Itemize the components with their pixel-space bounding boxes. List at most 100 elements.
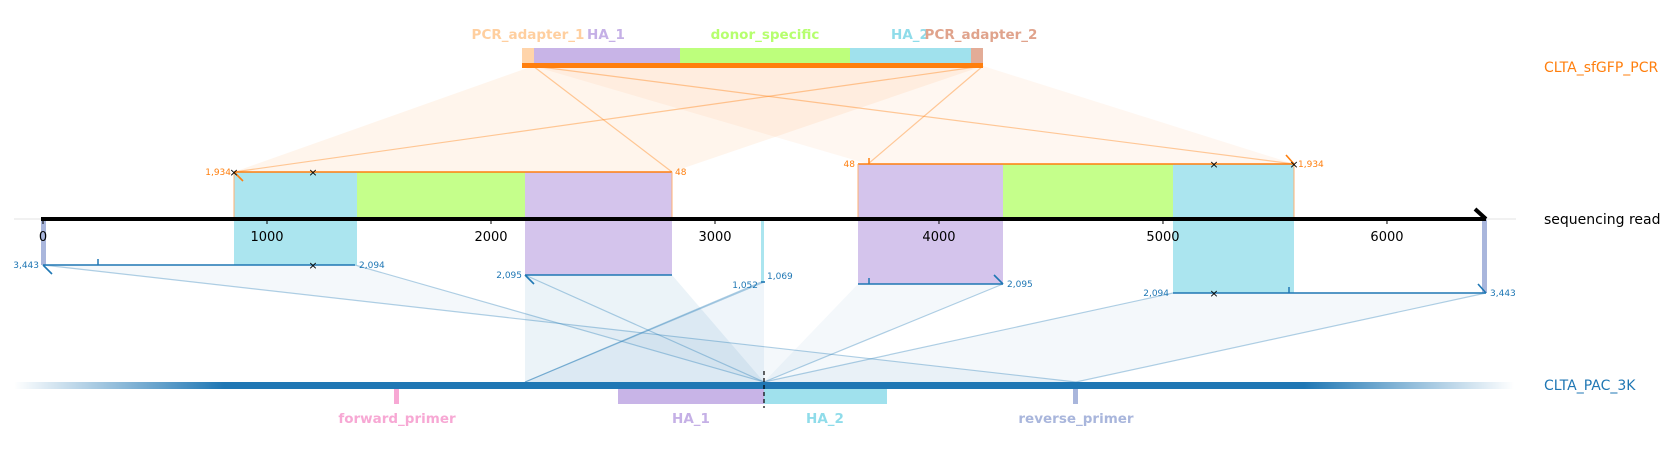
axis-tick-label: 1000	[250, 230, 283, 245]
axis-tick-label: 2000	[474, 230, 507, 245]
pcr-bar	[522, 63, 983, 68]
ref-feature-reverse-primer	[1073, 389, 1078, 404]
pcr-fan-line	[233, 65, 984, 173]
aligned-ha-1	[525, 219, 672, 275]
aligned-ha-1	[858, 219, 1003, 284]
pcr-label-ha-1: HA_1	[587, 27, 625, 43]
strand-arrow-tick	[233, 171, 244, 182]
ref-fan-line	[524, 281, 765, 383]
ref-row-label: CLTA_PAC_3K	[1544, 378, 1636, 394]
axis-tick-label: 5000	[1146, 230, 1179, 245]
ref-fan	[764, 293, 1486, 382]
mismatch-mark: ×	[308, 166, 317, 179]
axis-tick-label: 4000	[922, 230, 955, 245]
pcr-feature-adapter-1	[522, 48, 534, 64]
ref-feature-labels: forward_primer HA_1 HA_2 reverse_primer	[338, 411, 1134, 427]
pcr-feature-donor-specific	[680, 48, 850, 64]
mismatch-mark: ×	[308, 259, 317, 272]
ref-fan	[525, 282, 764, 382]
ref-feature-forward-primer	[394, 389, 399, 404]
ref-fan-line	[763, 292, 1174, 383]
ref-fan	[525, 275, 764, 382]
ref-projection-fans	[42, 264, 1487, 383]
pcr-fan-line	[867, 65, 984, 165]
ref-fan-line	[354, 264, 765, 383]
mismatch-mark: ×	[1209, 287, 1218, 300]
pcr-feature-ha-1	[534, 48, 680, 64]
pcr-row-label: CLTA_sfGFP_PCR	[1544, 60, 1658, 76]
aligned-ha-1	[858, 164, 1003, 218]
ref-label-ha-1: HA_1	[672, 411, 710, 427]
pcr-label-donor-specific: donor_specific	[711, 27, 820, 43]
position-label: 1,934	[1298, 160, 1324, 170]
position-label: 1,052	[732, 281, 758, 291]
read-axis: 0 1000 2000 3000 4000 5000 6000	[14, 207, 1516, 245]
ref-feature-ha-2	[764, 389, 887, 404]
pcr-fan-line	[532, 65, 673, 173]
position-label: 2,094	[1143, 289, 1169, 299]
aligned-donor-specific	[357, 172, 525, 218]
strand-arrow-tick	[1477, 283, 1487, 294]
pcr-alignment-left: × × 1,934 48	[205, 166, 687, 218]
ref-label-reverse-primer: reverse_primer	[1018, 411, 1134, 427]
ref-alignment-a: × 3,443 2,094	[13, 219, 385, 275]
reference	[14, 371, 1514, 408]
pcr-feature-labels: PCR_adapter_1 HA_1 donor_specific HA_2 P…	[472, 27, 1038, 43]
strand-arrow-tick	[42, 264, 53, 275]
ref-fan-line	[1075, 292, 1487, 383]
read-arrowhead	[1473, 207, 1488, 221]
pcr-feature-ha-2	[850, 48, 971, 64]
mismatch-mark: ×	[229, 166, 238, 179]
position-label: 1,069	[767, 272, 793, 282]
read-row-label: sequencing read	[1544, 212, 1660, 228]
position-label: 2,095	[496, 271, 522, 281]
axis-tick-label: 0	[39, 230, 47, 245]
pcr-label-adapter-2: PCR_adapter_2	[925, 27, 1038, 43]
position-label: 2,095	[1007, 280, 1033, 290]
pcr-projection-fans	[233, 65, 1295, 173]
pcr-fan-line	[532, 65, 1295, 165]
axis-tick-label: 6000	[1370, 230, 1403, 245]
ref-label-ha-2: HA_2	[806, 411, 844, 427]
position-label: 1,934	[205, 168, 231, 178]
pcr-alignment-right: × × 48 1,934	[844, 154, 1324, 218]
aligned-reverse-primer	[1482, 219, 1487, 293]
mismatch-mark: ×	[1289, 158, 1298, 171]
position-label: 3,443	[1490, 289, 1516, 299]
pcr-label-adapter-1: PCR_adapter_1	[472, 27, 585, 43]
aligned-ha-2	[234, 219, 357, 265]
strand-arrow-tick	[993, 274, 1004, 285]
pcr-product	[522, 48, 983, 68]
strand-arrow-tick	[1285, 154, 1295, 165]
strand-arrow-tick	[524, 274, 535, 285]
ref-alignment-b: 2,095	[496, 219, 672, 285]
mismatch-mark: ×	[1209, 158, 1218, 171]
ref-fan-line	[524, 274, 765, 383]
aligned-ha-2	[1173, 219, 1294, 293]
aligned-donor-specific	[1003, 164, 1173, 218]
row-labels: CLTA_sfGFP_PCR sequencing read CLTA_PAC_…	[1544, 60, 1660, 394]
pcr-feature-adapter-2	[971, 48, 983, 64]
aligned-ha-2	[1173, 164, 1294, 218]
aligned-reverse-primer	[41, 219, 46, 265]
pcr-fan-right	[533, 66, 1294, 164]
ref-label-forward-primer: forward_primer	[338, 411, 456, 427]
axis-ticks: 0 1000 2000 3000 4000 5000 6000	[39, 219, 1404, 245]
position-label: 3,443	[13, 261, 39, 271]
ref-fan-line	[42, 264, 1077, 383]
axis-tick-label: 3000	[698, 230, 731, 245]
ref-alignment-e: × 2,094 3,443	[1143, 219, 1516, 300]
position-label: 48	[844, 160, 856, 170]
aligned-ha-2	[234, 172, 357, 218]
ref-feature-ha-1	[618, 389, 764, 404]
aligned-ha-2	[761, 219, 764, 282]
ref-fan-line	[763, 283, 1004, 383]
position-label: 2,094	[359, 261, 385, 271]
ref-fan	[43, 265, 1076, 382]
pcr-label-ha-2: HA_2	[891, 27, 929, 43]
aligned-ha-1	[525, 172, 672, 218]
ref-alignment-c: 1,052 1,069	[732, 219, 793, 291]
ref-fan	[764, 284, 1003, 382]
